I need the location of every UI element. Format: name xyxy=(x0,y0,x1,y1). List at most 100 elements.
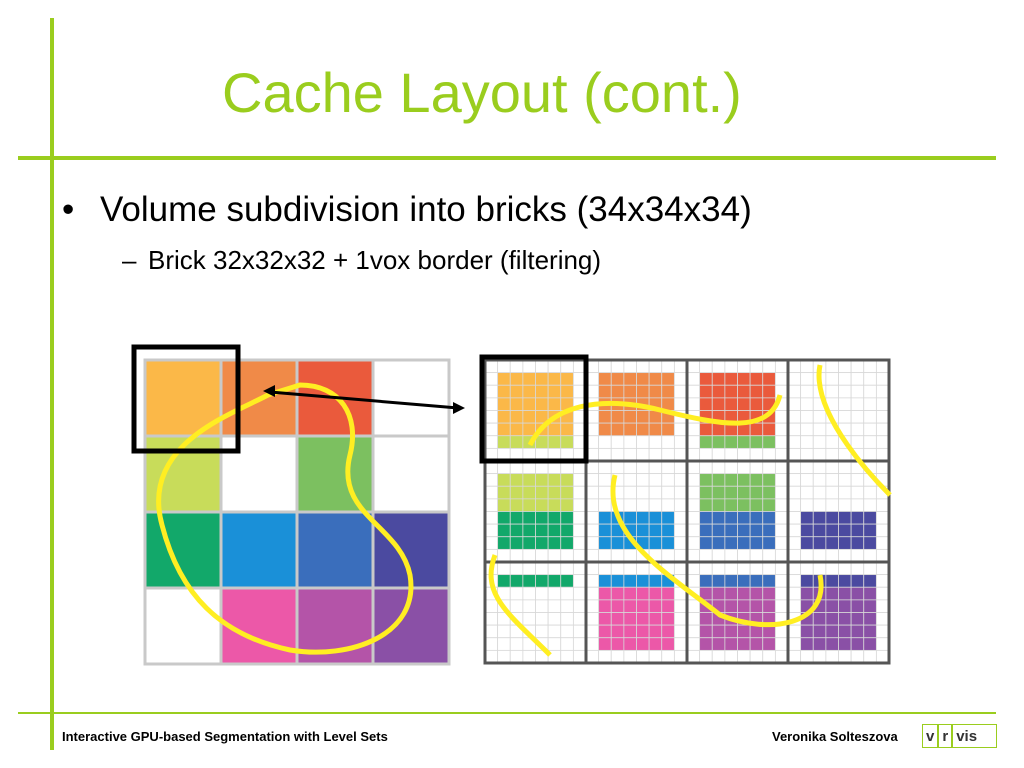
voxel xyxy=(774,511,789,525)
voxel xyxy=(623,473,637,487)
voxel xyxy=(699,574,713,588)
voxel xyxy=(560,498,574,512)
voxel xyxy=(850,435,865,449)
voxel xyxy=(547,384,562,399)
voxel xyxy=(484,422,499,437)
voxel xyxy=(762,422,776,437)
voxel xyxy=(825,574,839,588)
voxel xyxy=(825,523,839,538)
voxel xyxy=(560,435,574,449)
voxel xyxy=(686,536,701,550)
voxel xyxy=(509,561,524,576)
voxel xyxy=(636,435,650,449)
voxel xyxy=(497,548,511,563)
voxel xyxy=(787,410,802,424)
voxel xyxy=(825,612,839,626)
voxel xyxy=(724,536,738,550)
cache-brick xyxy=(584,459,689,564)
voxel xyxy=(737,473,751,487)
voxel xyxy=(838,498,852,512)
voxel xyxy=(875,422,890,437)
voxel xyxy=(699,384,713,399)
voxel xyxy=(838,624,852,639)
voxel xyxy=(724,649,738,664)
voxel xyxy=(749,599,764,613)
voxel xyxy=(623,612,637,626)
voxel xyxy=(560,548,574,563)
voxel xyxy=(699,498,713,512)
voxel xyxy=(850,511,865,525)
voxel xyxy=(762,548,776,563)
voxel xyxy=(598,561,612,576)
voxel xyxy=(661,359,675,374)
voxel xyxy=(560,359,574,374)
voxel xyxy=(673,637,688,651)
voxel xyxy=(863,523,877,538)
voxel xyxy=(598,447,612,462)
voxel xyxy=(522,397,536,411)
voxel xyxy=(547,536,562,550)
voxel xyxy=(686,637,701,651)
voxel xyxy=(749,359,764,374)
voxel xyxy=(661,511,675,525)
voxel xyxy=(875,561,890,576)
voxel xyxy=(800,498,814,512)
voxel xyxy=(711,561,726,576)
voxel xyxy=(686,548,701,563)
voxel xyxy=(648,511,663,525)
voxel xyxy=(686,473,701,487)
voxel xyxy=(598,435,612,449)
voxel xyxy=(686,612,701,626)
voxel xyxy=(522,372,536,386)
volume-cell xyxy=(143,586,223,666)
voxel xyxy=(509,548,524,563)
voxel xyxy=(585,548,600,563)
volume-grid xyxy=(143,358,451,666)
voxel xyxy=(623,586,637,601)
voxel xyxy=(774,574,789,588)
voxel xyxy=(598,586,612,601)
voxel xyxy=(850,485,865,500)
voxel xyxy=(787,637,802,651)
voxel xyxy=(825,599,839,613)
voxel xyxy=(787,574,802,588)
voxel xyxy=(825,586,839,601)
brick-cache-grid xyxy=(483,358,891,665)
voxel xyxy=(812,561,827,576)
voxel xyxy=(850,548,865,563)
voxel xyxy=(522,548,536,563)
voxel xyxy=(497,473,511,487)
voxel xyxy=(800,574,814,588)
voxel xyxy=(800,637,814,651)
voxel xyxy=(598,422,612,437)
voxel xyxy=(522,359,536,374)
voxel xyxy=(509,410,524,424)
logo-separator xyxy=(951,725,954,747)
voxel xyxy=(547,473,562,487)
voxel xyxy=(497,561,511,576)
voxel xyxy=(560,561,574,576)
voxel xyxy=(585,498,600,512)
voxel xyxy=(863,485,877,500)
voxel xyxy=(661,498,675,512)
voxel xyxy=(610,372,625,386)
cache-brick xyxy=(786,560,891,665)
voxel xyxy=(636,561,650,576)
voxel xyxy=(686,649,701,664)
voxel xyxy=(484,498,499,512)
voxel xyxy=(598,473,612,487)
voxel xyxy=(749,372,764,386)
voxel xyxy=(737,523,751,538)
voxel xyxy=(610,536,625,550)
voxel xyxy=(724,359,738,374)
voxel xyxy=(774,460,789,475)
voxel xyxy=(522,612,536,626)
voxel xyxy=(535,624,549,639)
voxel xyxy=(737,485,751,500)
voxel xyxy=(825,485,839,500)
voxel xyxy=(484,435,499,449)
voxel xyxy=(711,447,726,462)
voxel xyxy=(535,548,549,563)
voxel xyxy=(598,637,612,651)
voxel xyxy=(560,586,574,601)
